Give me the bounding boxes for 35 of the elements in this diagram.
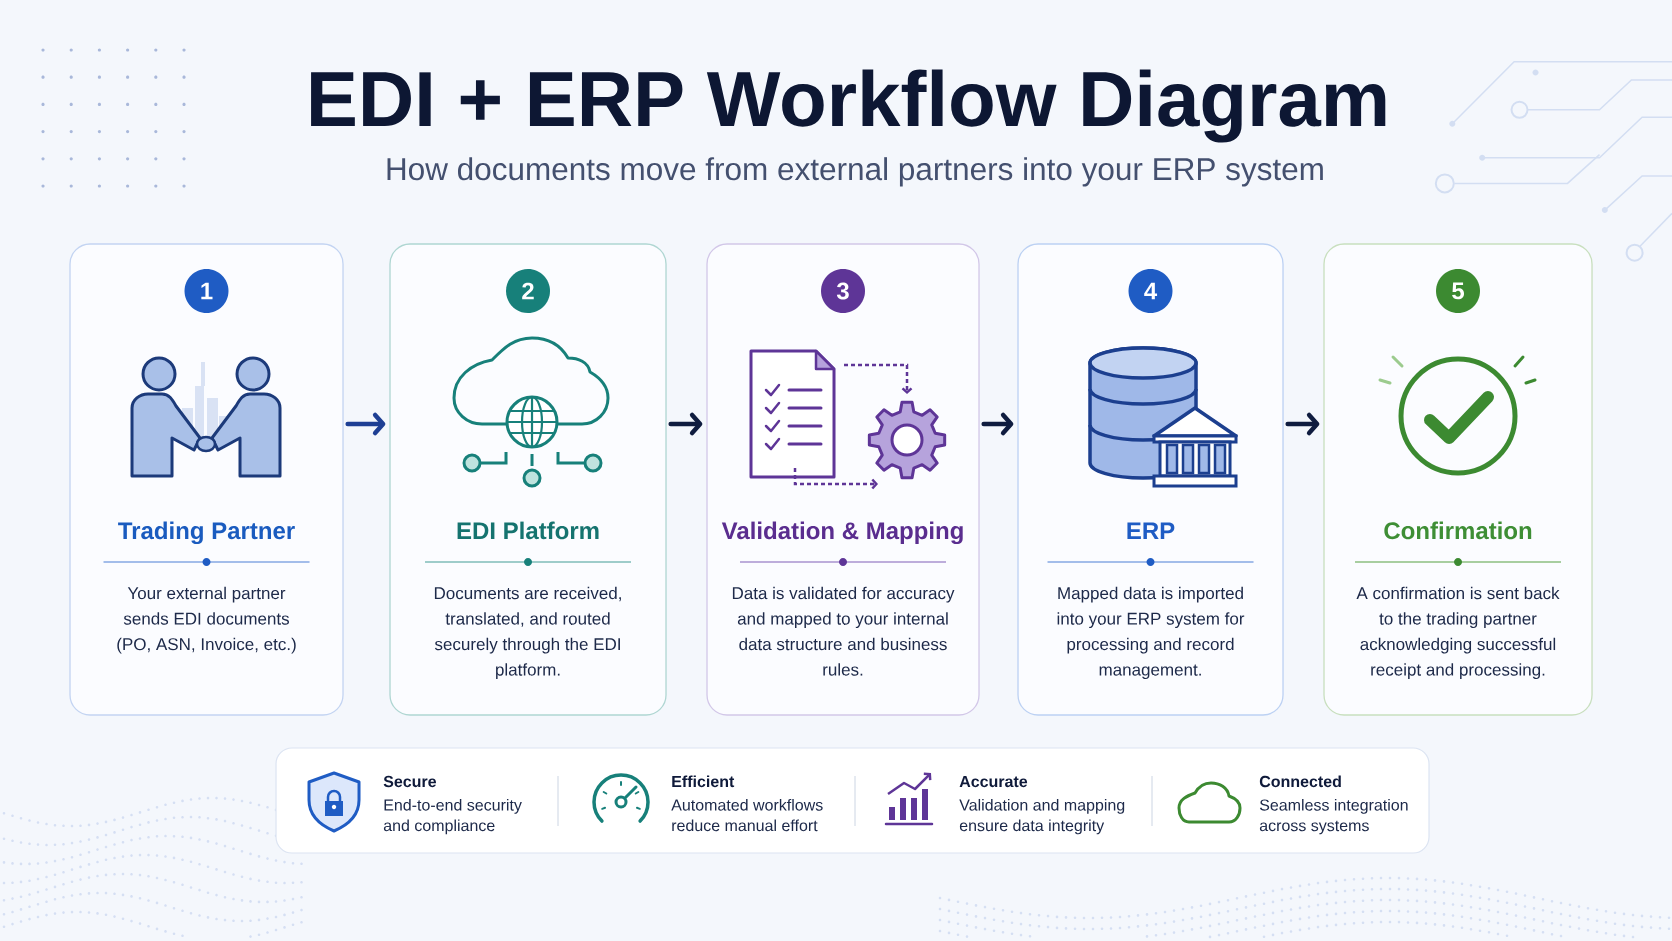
step-heading: Validation & Mapping — [721, 521, 963, 545]
feature-title: Accurate — [959, 776, 1028, 788]
feature-title: Connected — [1259, 775, 1341, 788]
step-heading: Confirmation — [1384, 521, 1532, 540]
feature-description: Seamless integration across systems — [1259, 798, 1408, 835]
step-card — [1017, 243, 1284, 716]
step-number-badge: 1 — [184, 269, 229, 313]
feature-description: Validation and mapping ensure data integrity — [959, 798, 1125, 835]
feature-title: Efficient — [672, 775, 735, 788]
step-description: Documents are received, translated, and routed securely through the EDI platform. — [434, 586, 621, 680]
feature-description: Automated workflows reduce manual effort — [671, 798, 823, 832]
step-card — [706, 243, 980, 716]
step-description: Your external partner sends EDI documents (PO, ASN, Invoice, etc.) — [117, 586, 296, 654]
step-description: Mapped data is imported into your ERP system for processing and record management. — [1057, 586, 1245, 680]
step-description: A confirmation is sent back to the trading partner acknowledging successful receipt and processing. — [1356, 586, 1560, 680]
step-card — [69, 243, 344, 716]
arrow — [668, 412, 703, 436]
step-number-badge: 2 — [506, 269, 550, 313]
feature-description: End-to-end security and compliance — [383, 798, 522, 835]
step-number-badge: 4 — [1128, 269, 1173, 313]
feature-panel — [275, 747, 1430, 854]
step-heading: ERP — [1127, 522, 1175, 539]
step-description: Data is validated for accuracy and mapped to your internal data structure and business rules. — [732, 586, 955, 676]
arrow — [345, 412, 386, 436]
step-heading: EDI Platform — [457, 521, 599, 540]
title: EDI + ERP Workflow Diagram — [311, 69, 1386, 143]
arrow — [1285, 412, 1320, 436]
arrow — [981, 412, 1014, 436]
step-card — [389, 243, 667, 716]
subtitle: How documents move from external partners into your ERP system — [387, 157, 1323, 187]
step-heading: Trading Partner — [118, 521, 295, 545]
feature-title: Secure — [383, 775, 436, 788]
step-number-badge: 3 — [821, 269, 865, 313]
step-card — [1323, 243, 1593, 716]
step-number-badge: 5 — [1436, 269, 1480, 313]
